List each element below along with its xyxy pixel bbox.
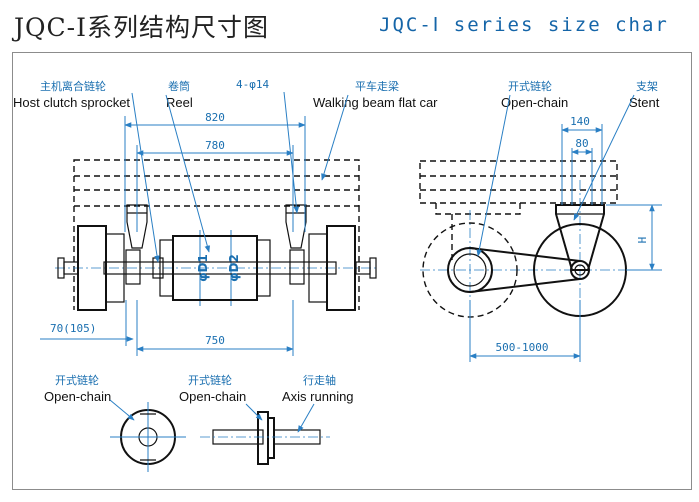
open-chain3-leader (245, 403, 263, 421)
reel-right-flange (256, 239, 271, 297)
drawing-frame (12, 52, 692, 490)
axis-label-en: Axis running (282, 389, 354, 404)
dim-140: 140 (570, 115, 590, 128)
open-chain-label-cn: 开式链轮 (508, 79, 552, 93)
side-dimensions: 140 80 H 500-1000 (469, 115, 662, 362)
title-english: JQC-Ⅰ series size char (379, 14, 669, 36)
holes-label: 4-φ14 (236, 78, 269, 91)
reel-label-cn: 卷筒 (168, 79, 190, 93)
chain-link (469, 247, 581, 293)
main-shaft (103, 261, 337, 275)
dim-h: H (636, 237, 649, 244)
reel-label-en: Reel (166, 95, 193, 110)
dim-70: 70(105) (50, 322, 96, 335)
right-stand (285, 204, 307, 249)
title-chinese: JQC-Ⅰ系列结构尺寸图 (14, 13, 269, 42)
stent-leader (573, 94, 635, 221)
dim-820: 820 (205, 111, 225, 124)
dim-phi-d2: φD2 (227, 254, 241, 282)
right-bearing (289, 249, 305, 285)
open-chain2-label-en: Open-chain (44, 389, 111, 404)
reel-leader (165, 94, 211, 253)
open-chain2-label-cn: 开式链轮 (55, 373, 99, 387)
open-chain-label-en: Open-chain (501, 95, 568, 110)
open-chain3-label-en: Open-chain (179, 389, 246, 404)
side-view (419, 160, 660, 330)
walking-beam-label-en: Walking beam flat car (313, 95, 438, 110)
left-hub (105, 233, 125, 303)
right-hub (308, 233, 328, 303)
host-clutch-label-cn: 主机离合链轮 (40, 79, 106, 93)
open-chain3-label-cn: 开式链轮 (188, 373, 232, 387)
stent-label-en: Stent (629, 95, 660, 110)
left-bearing (125, 249, 141, 285)
side-beam-outline (419, 160, 618, 204)
reel-left-flange (159, 239, 174, 297)
host-clutch-leader (131, 92, 160, 263)
dim-phi-d1: φD1 (196, 254, 210, 282)
side-labels: 开式链轮 Open-chain 支架 Stent (476, 79, 660, 257)
dim-750: 750 (205, 334, 225, 347)
open-chain2-leader (109, 399, 135, 421)
open-chain-leader (476, 94, 511, 257)
front-dimensions: 820 780 750 70(105) φD1 φD2 (40, 111, 306, 356)
detail-views (110, 402, 330, 472)
front-labels: 主机离合链轮 Host clutch sprocket 卷筒 Reel 4-φ1… (13, 78, 438, 263)
beam-outline (73, 159, 360, 207)
front-view (55, 159, 378, 311)
left-stand (126, 204, 148, 249)
dim-780: 780 (205, 139, 225, 152)
host-clutch-label-en: Host clutch sprocket (13, 95, 130, 110)
axis-label-cn: 行走轴 (303, 373, 336, 387)
dim-80: 80 (575, 137, 588, 150)
holes-leader (283, 91, 300, 214)
stent-label-cn: 支架 (636, 80, 658, 93)
walking-beam-leader (321, 94, 349, 181)
dim-500-1000: 500-1000 (496, 341, 549, 354)
walking-beam-label-cn: 平车走梁 (355, 79, 399, 93)
axis-leader (297, 403, 315, 433)
detail-labels: 开式链轮 Open-chain 开式链轮 Open-chain 行走轴 Axis… (44, 373, 354, 433)
